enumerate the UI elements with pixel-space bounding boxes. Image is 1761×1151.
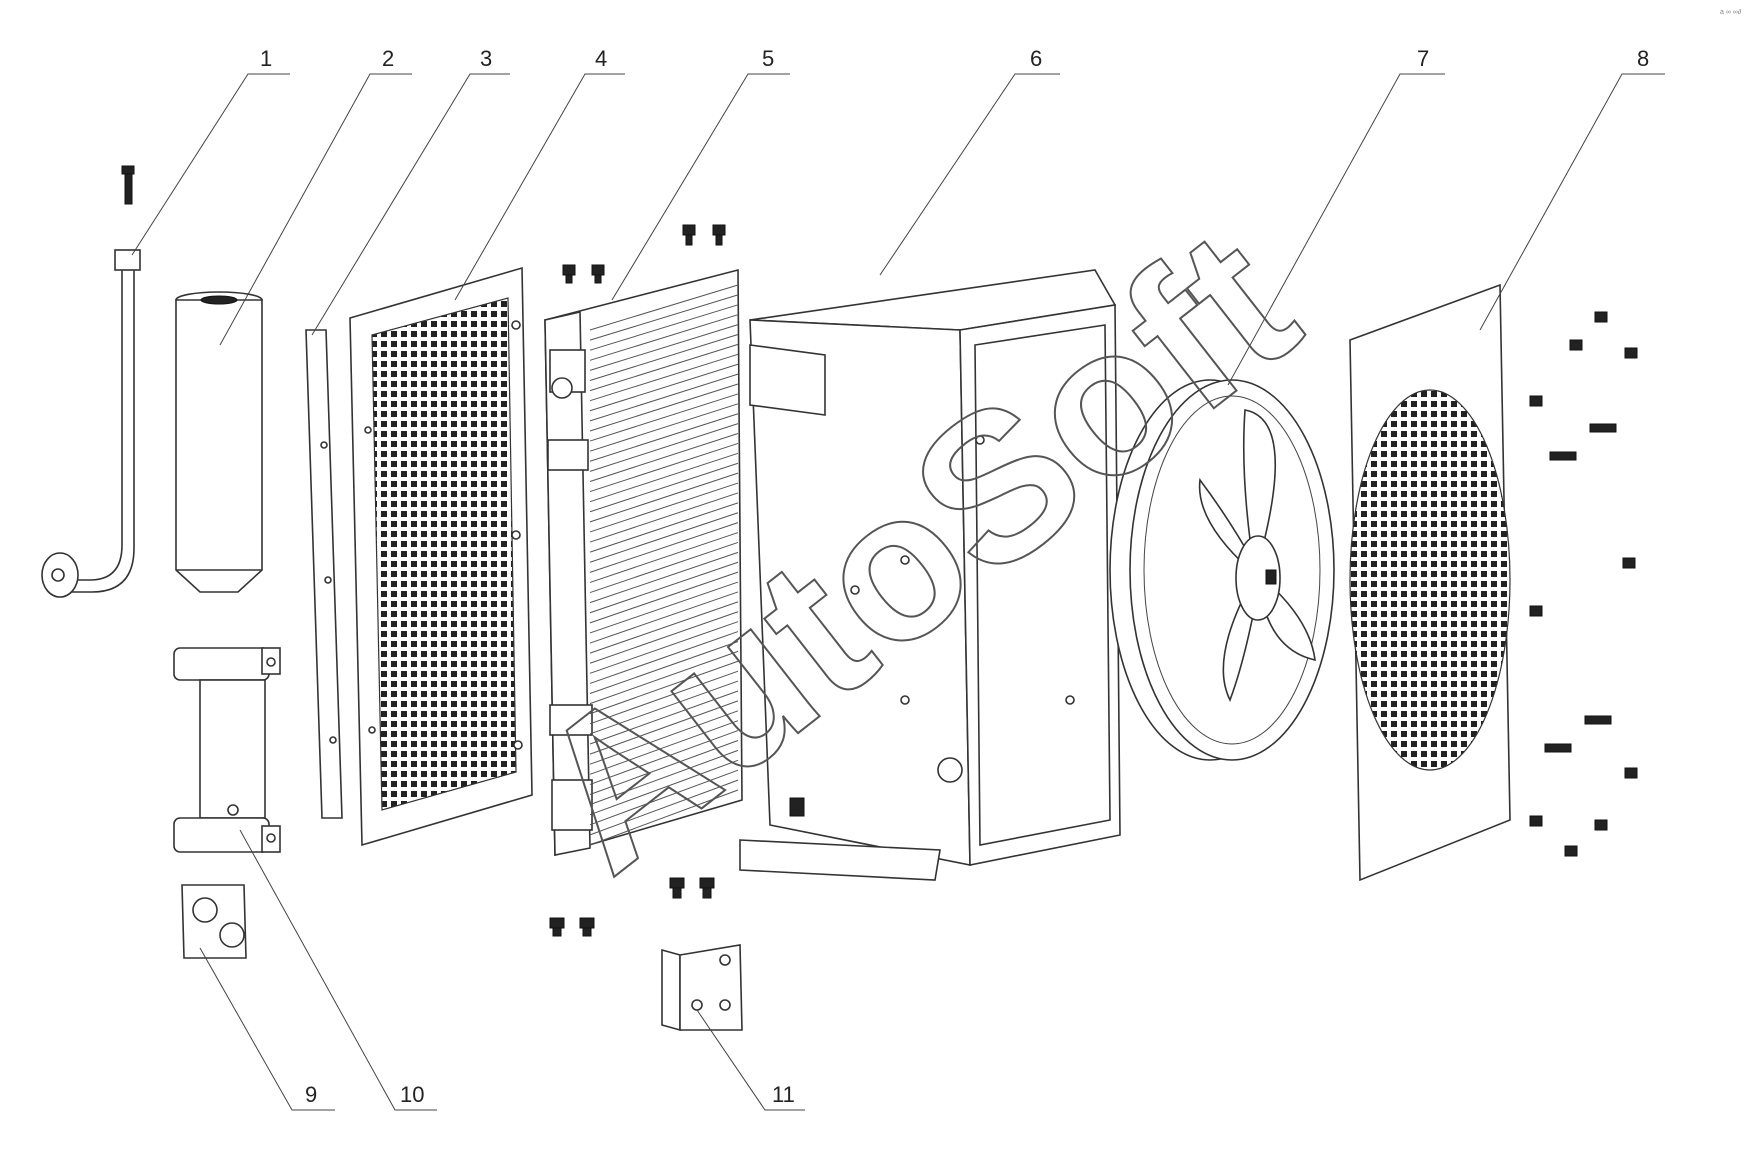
condenser-fin [589,353,739,402]
condenser-top-bolts [562,224,726,284]
condenser-fin [589,452,739,503]
callout-3: 3 [480,46,492,71]
callout-6: 6 [1030,46,1042,71]
condenser-fin [589,690,739,745]
callout-2: 2 [382,46,394,71]
condenser-fin [589,512,739,563]
leader-lines [131,73,1665,1111]
condenser-fin [589,284,739,331]
condenser-fin [589,591,739,644]
callout-10: 10 [400,1082,424,1107]
condenser-fin [589,769,739,826]
condenser-fin [589,710,739,765]
part-3-seal-strip [305,329,343,819]
condenser-fin [589,413,739,462]
part-8-shroud-plate [1349,283,1638,882]
condenser-fin [589,571,739,624]
condenser-fin [589,403,739,452]
condenser-fin [589,650,739,705]
condenser-fin [589,482,739,533]
condenser-fin [589,779,739,836]
corner-mark: a ∞ ∞∂ [1720,9,1742,16]
part-7-fan-assembly [1109,379,1335,761]
condenser-fin [589,789,739,846]
condenser-fin [589,373,739,422]
callout-9: 9 [305,1082,317,1107]
condenser-fin [589,561,739,614]
condenser-fin [589,740,739,795]
condenser-fin [589,522,739,573]
part-9-mount-plate [181,884,247,959]
condenser-fin [589,640,739,695]
part-11-angle-bracket [661,944,743,1032]
condenser-fin [589,720,739,775]
condenser-fin [589,621,739,674]
condenser-fin [589,660,739,715]
condenser-fin [589,749,739,806]
condenser-fin [589,393,739,442]
condenser-fin [589,324,739,371]
part-6-housing-box [739,269,1121,881]
condenser-fin [589,581,739,634]
callout-numbers: 1 2 3 4 5 6 7 8 9 10 11 [260,46,1649,1107]
part-10-clamp-bracket [173,647,281,853]
condenser-fin [589,680,739,735]
condenser-bottom-bolts [549,877,715,937]
part-2-drier-cylinder [175,291,263,593]
condenser-fin [589,462,739,513]
condenser-fin [589,334,739,381]
callout-5: 5 [762,46,774,71]
condenser-fin [589,383,739,432]
callout-4: 4 [595,46,607,71]
condenser-fin [589,472,739,523]
condenser-fin [589,423,739,472]
condenser-fin [589,532,739,583]
condenser-fin [589,759,739,816]
condenser-fin [589,363,739,412]
condenser-fin [589,294,739,341]
condenser-fin [589,541,739,594]
shroud-bolts [1529,311,1638,857]
condenser-fin [589,551,739,604]
condenser-fin [589,502,739,553]
condenser-fin [589,343,739,392]
condenser-fin [589,730,739,785]
condenser-fin [589,433,739,482]
condenser-fin [589,631,739,684]
part-5-condenser-core [544,224,743,937]
condenser-fin [589,670,739,725]
part-4-mesh-grille [349,266,533,847]
condenser-fin [589,492,739,543]
callout-7: 7 [1417,46,1429,71]
part-1-pipe-assembly [41,165,141,598]
condenser-fin [589,304,739,351]
condenser-fin [589,601,739,654]
condenser-fins [589,284,739,846]
callout-1: 1 [260,46,272,71]
callout-8: 8 [1637,46,1649,71]
condenser-fin [589,611,739,664]
callout-11: 11 [772,1082,795,1107]
condenser-fin [589,314,739,361]
condenser-fin [589,700,739,755]
condenser-fin [589,442,739,493]
